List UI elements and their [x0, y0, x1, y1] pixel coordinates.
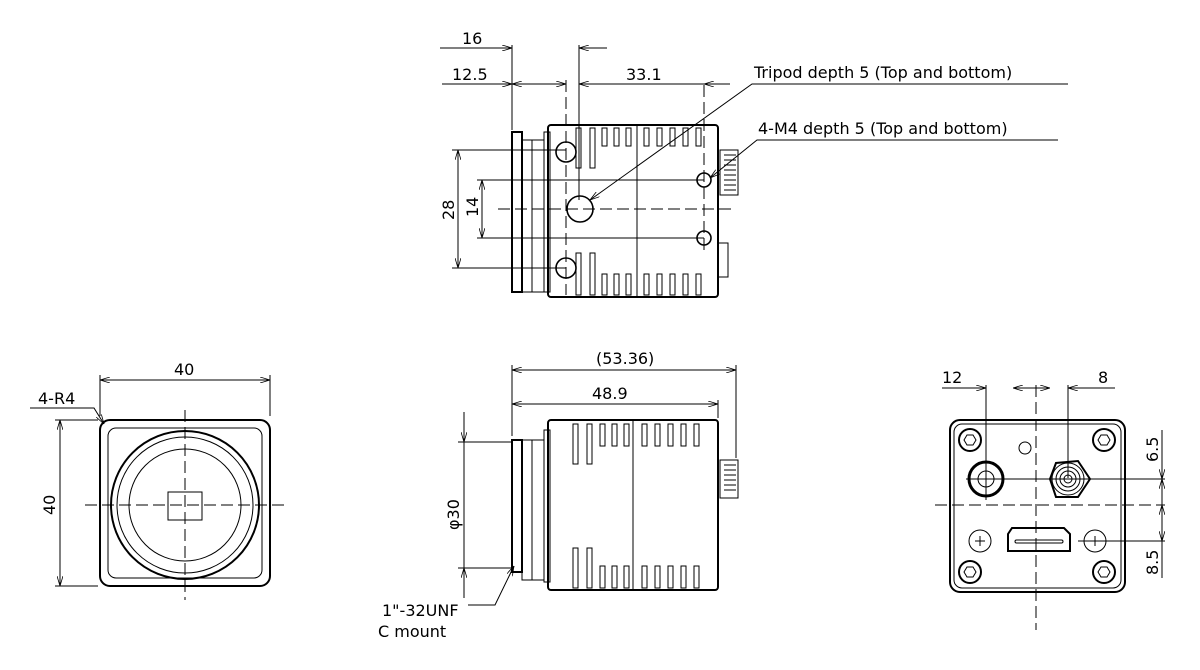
side-view [458, 365, 739, 606]
callout-tripod: Tripod depth 5 (Top and bottom) [753, 63, 1012, 82]
thread-label: 1"-32UNF [382, 601, 459, 620]
dim-16: 16 [462, 29, 482, 48]
dim-width-40: 40 [174, 360, 194, 379]
dim-6-5: 6.5 [1143, 437, 1162, 462]
corner-radius-label: 4-R4 [38, 389, 75, 408]
hdmi-port [1007, 527, 1071, 552]
dim-28: 28 [439, 200, 458, 220]
dim-33-1: 33.1 [626, 65, 662, 84]
dim-14: 14 [463, 197, 482, 217]
corner-screw-icons [958, 428, 1116, 584]
dim-overall-length: (53.36) [596, 349, 654, 368]
dim-body-length: 48.9 [592, 384, 628, 403]
back-view [935, 385, 1165, 630]
dim-12-5: 12.5 [452, 65, 488, 84]
callout-m4: 4-M4 depth 5 (Top and bottom) [758, 119, 1008, 138]
dim-height-40: 40 [40, 495, 59, 515]
front-view [30, 375, 285, 600]
top-view [440, 45, 1068, 298]
dim-12: 12 [942, 368, 962, 387]
dim-8: 8 [1098, 368, 1108, 387]
dim-8-5: 8.5 [1143, 550, 1162, 575]
mount-label: C mount [378, 622, 446, 641]
dim-diameter: φ30 [444, 499, 463, 530]
